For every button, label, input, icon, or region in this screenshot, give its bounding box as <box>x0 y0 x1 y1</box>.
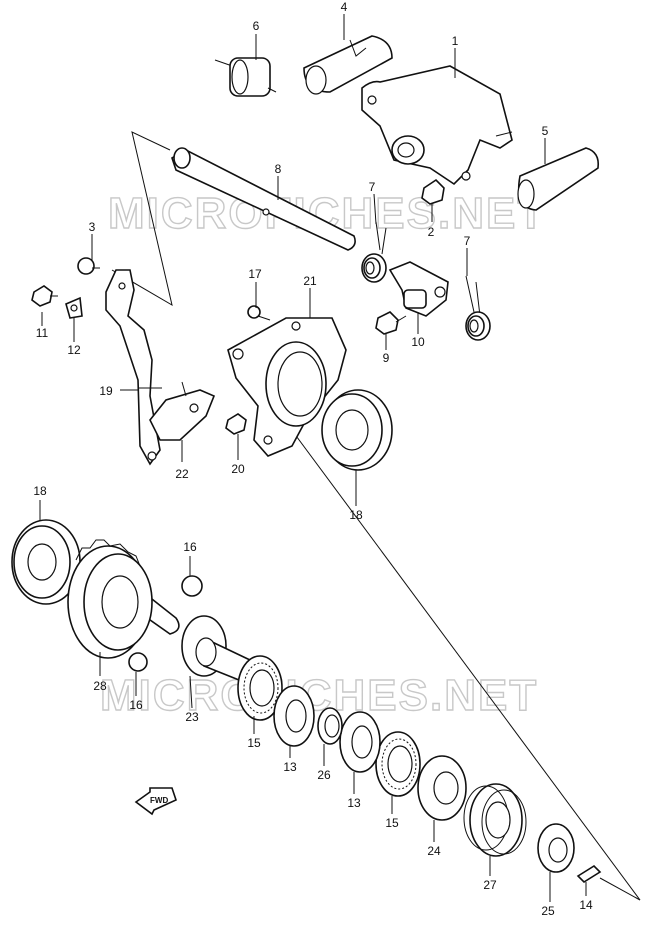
callout-leaders <box>39 14 587 902</box>
part-5-sleeve <box>517 147 600 211</box>
callout-23: 23 <box>185 710 199 724</box>
part-22-bracket <box>149 381 216 441</box>
watermark-bottom: MICROFICHES.NET <box>100 671 538 720</box>
callout-22: 22 <box>175 467 189 481</box>
part-16-ball-top <box>181 575 203 597</box>
part-17-screw <box>247 305 271 321</box>
fwd-arrow-icon: FWD <box>134 787 177 816</box>
part-8-shaft <box>171 147 356 251</box>
callout-10: 10 <box>411 335 425 349</box>
part-28-gear <box>67 539 180 659</box>
reference-line-left <box>111 131 173 307</box>
callout-3: 3 <box>89 220 96 234</box>
callout-14: 14 <box>579 898 593 912</box>
part-7-spring-left <box>361 221 387 283</box>
callout-5: 5 <box>542 124 549 138</box>
callout-25: 25 <box>541 904 555 918</box>
part-16-ball-bottom <box>128 652 148 672</box>
part-15-thrust-bearing-b <box>375 731 421 797</box>
part-10-bracket <box>388 261 449 317</box>
part-3-bolt <box>77 257 100 275</box>
part-1-holder <box>361 65 513 186</box>
callout-28: 28 <box>93 679 107 693</box>
callout-20: 20 <box>231 462 245 476</box>
callout-16-b: 16 <box>129 698 143 712</box>
callout-26: 26 <box>317 768 331 782</box>
callout-2: 2 <box>428 225 435 239</box>
callout-18-a: 18 <box>349 508 363 522</box>
fwd-label: FWD <box>150 796 168 805</box>
callout-15-a: 15 <box>247 736 261 750</box>
part-26-spacer <box>317 707 343 745</box>
reference-line-end <box>599 877 641 901</box>
part-25-circlip <box>537 823 575 873</box>
callout-11: 11 <box>36 326 49 340</box>
part-2-bolt <box>421 178 445 222</box>
callout-12: 12 <box>67 343 81 357</box>
callout-21: 21 <box>303 274 317 288</box>
part-6-damper <box>214 57 277 97</box>
callout-18-b: 18 <box>33 484 47 498</box>
part-18-bearing-right <box>321 389 393 471</box>
part-20-bolt <box>225 413 247 435</box>
callout-15-b: 15 <box>385 816 399 830</box>
callout-7-b: 7 <box>464 234 471 248</box>
callout-6: 6 <box>253 19 260 33</box>
part-9-bolt <box>375 311 407 335</box>
part-14-pin <box>576 864 602 884</box>
callout-9: 9 <box>383 351 390 365</box>
part-11-bolt <box>31 285 58 307</box>
reference-line-diagonal <box>267 397 641 901</box>
callout-16-a: 16 <box>183 540 197 554</box>
part-21-housing <box>227 317 347 457</box>
part-7-spring-right <box>465 275 491 341</box>
callout-17: 17 <box>248 267 262 281</box>
callout-1: 1 <box>452 34 459 48</box>
callout-8: 8 <box>275 162 282 176</box>
callout-7-a: 7 <box>369 180 376 194</box>
part-24-seat <box>417 755 467 821</box>
part-4-sleeve <box>303 35 393 95</box>
part-15-thrust-bearing-a <box>237 655 283 721</box>
part-27-spring <box>463 783 527 857</box>
callout-19: 19 <box>99 384 113 398</box>
part-18-bearing-left <box>11 519 81 605</box>
callout-27: 27 <box>483 878 497 892</box>
callout-4: 4 <box>341 0 348 14</box>
part-13-washer-b <box>339 711 381 773</box>
part-13-washer-a <box>273 685 315 747</box>
callout-24: 24 <box>427 844 441 858</box>
callout-13-a: 13 <box>283 760 297 774</box>
part-19-lever <box>105 269 162 466</box>
callout-13-b: 13 <box>347 796 361 810</box>
part-12-plate <box>65 296 83 319</box>
